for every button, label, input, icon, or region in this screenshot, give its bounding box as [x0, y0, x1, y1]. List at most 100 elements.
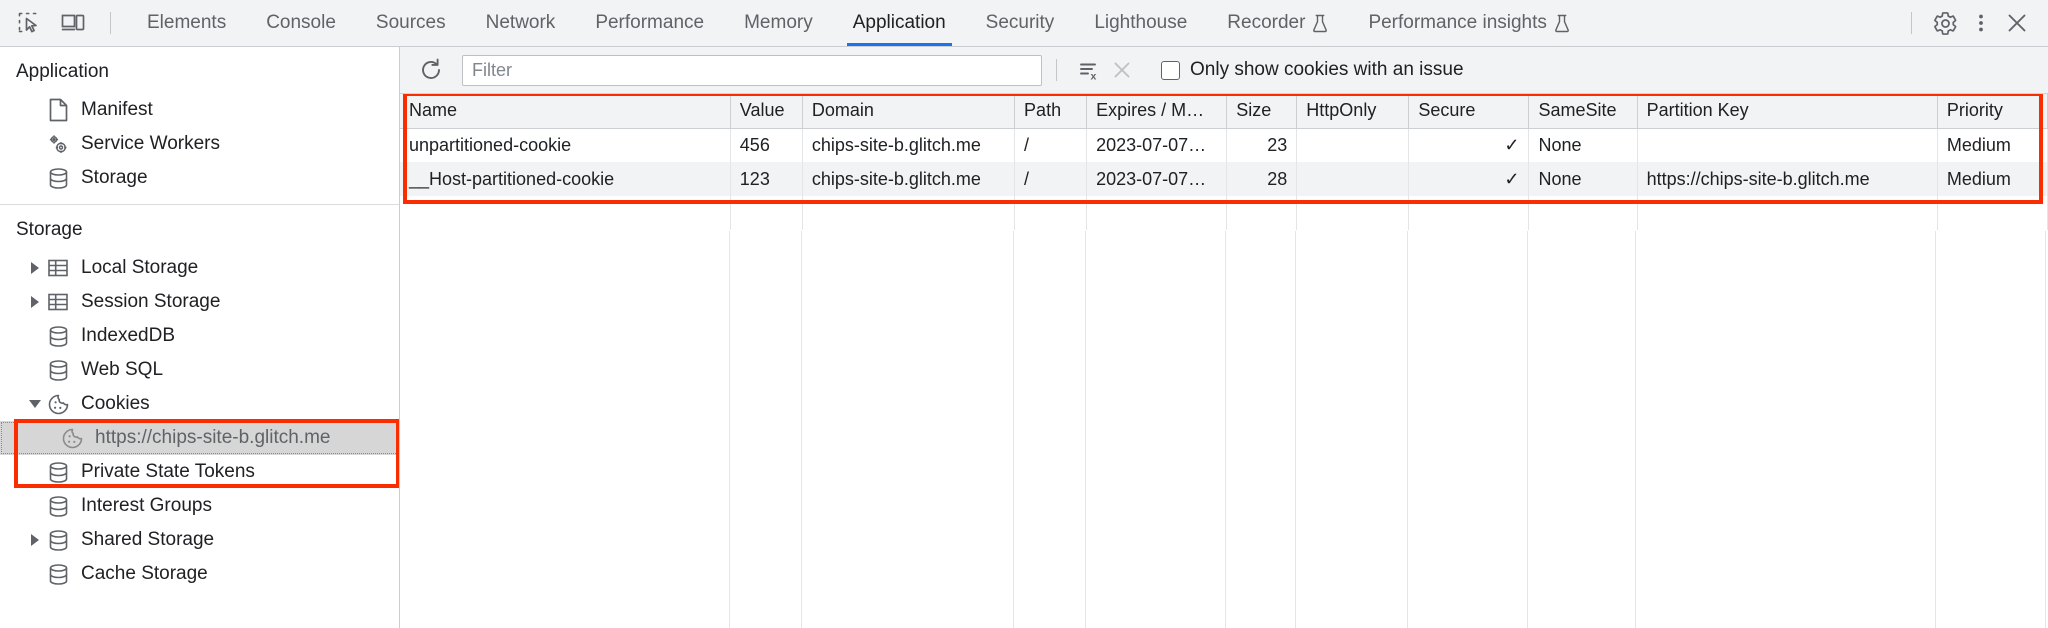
- column-guide: [1528, 231, 1636, 628]
- refresh-icon[interactable]: [414, 53, 448, 87]
- cookies-pane: Filter x Only show cookies with an iss: [400, 47, 2048, 628]
- sidebar-item-web-sql[interactable]: Web SQL: [0, 353, 399, 387]
- sidebar-item-storage[interactable]: Storage: [0, 161, 399, 195]
- checkbox-label: Only show cookies with an issue: [1190, 59, 1464, 80]
- sidebar-item-shared-storage[interactable]: Shared Storage: [0, 523, 399, 557]
- sidebar-item-interest-groups[interactable]: Interest Groups: [0, 489, 399, 523]
- tab-label: Recorder: [1227, 12, 1306, 33]
- tab-application[interactable]: Application: [833, 0, 966, 46]
- cell-empty: [1296, 196, 1410, 230]
- cell-path[interactable]: /: [1014, 128, 1088, 162]
- cell-value[interactable]: 456: [730, 128, 803, 162]
- cell-empty: [1528, 196, 1638, 230]
- column-header-size[interactable]: Size: [1226, 94, 1298, 129]
- tab-performance[interactable]: Performance: [575, 0, 724, 46]
- tab-console[interactable]: Console: [246, 0, 356, 46]
- tab-memory[interactable]: Memory: [724, 0, 833, 46]
- column-header-value[interactable]: Value: [730, 94, 803, 129]
- cell-secure[interactable]: ✓: [1408, 128, 1530, 162]
- cell-empty: [802, 196, 1016, 230]
- settings-gear-icon[interactable]: [1928, 6, 1962, 40]
- tab-recorder[interactable]: Recorder: [1207, 0, 1348, 46]
- database-icon: [46, 528, 70, 552]
- close-devtools-icon[interactable]: [2000, 6, 2034, 40]
- sidebar-item-local-storage[interactable]: Local Storage: [0, 251, 399, 285]
- cell-empty: [1937, 196, 2048, 230]
- cell-samesite[interactable]: None: [1528, 162, 1638, 196]
- cell-priority[interactable]: Medium: [1937, 128, 2048, 162]
- filter-input[interactable]: Filter: [462, 54, 1042, 86]
- checkbox-box[interactable]: [1161, 60, 1180, 80]
- cell-name[interactable]: unpartitioned-cookie: [400, 128, 731, 162]
- sidebar-item-cache-storage[interactable]: Cache Storage: [0, 557, 399, 591]
- chevron-right-icon[interactable]: [26, 293, 44, 311]
- tab-sources[interactable]: Sources: [356, 0, 466, 46]
- table-row[interactable]: __Host-partitioned-cookie 123 chips-site…: [400, 162, 2048, 196]
- column-header-name[interactable]: Name: [400, 94, 731, 129]
- cell-value[interactable]: 123: [730, 162, 803, 196]
- chevron-right-icon[interactable]: [26, 531, 44, 549]
- column-header-httponly[interactable]: HttpOnly: [1296, 94, 1410, 129]
- column-guide: [1296, 231, 1408, 628]
- cell-httponly[interactable]: [1296, 162, 1410, 196]
- cell-partition-key[interactable]: https://chips-site-b.glitch.me: [1637, 162, 1938, 196]
- column-header-path[interactable]: Path: [1014, 94, 1088, 129]
- cell-secure[interactable]: ✓: [1408, 162, 1530, 196]
- table-row[interactable]: unpartitioned-cookie 456 chips-site-b.gl…: [400, 128, 2048, 162]
- cell-domain[interactable]: chips-site-b.glitch.me: [802, 162, 1016, 196]
- cookie-icon: [46, 392, 70, 416]
- more-options-icon[interactable]: [1964, 6, 1998, 40]
- sidebar-group-title: Application: [16, 61, 109, 82]
- sidebar-item-indexeddb[interactable]: IndexedDB: [0, 319, 399, 353]
- sidebar-item-service-workers[interactable]: Service Workers: [0, 127, 399, 161]
- cell-empty: [1226, 196, 1298, 230]
- column-header-expires[interactable]: Expires / M…: [1086, 94, 1228, 129]
- sidebar-item-label: https://chips-site-b.glitch.me: [95, 427, 331, 448]
- cell-size[interactable]: 23: [1226, 128, 1298, 162]
- only-show-issues-checkbox[interactable]: Only show cookies with an issue: [1161, 59, 1464, 81]
- sidebar-item-label: Local Storage: [81, 257, 199, 278]
- tab-label: Performance: [595, 12, 705, 33]
- clear-all-cookies-icon[interactable]: x: [1071, 53, 1105, 87]
- cell-size[interactable]: 28: [1226, 162, 1298, 196]
- cell-name[interactable]: __Host-partitioned-cookie: [400, 162, 731, 196]
- column-header-domain[interactable]: Domain: [802, 94, 1016, 129]
- column-header-secure[interactable]: Secure: [1408, 94, 1530, 129]
- sidebar-group-title: Storage: [16, 219, 83, 240]
- database-icon: [46, 358, 70, 382]
- sidebar-item-manifest[interactable]: Manifest: [0, 93, 399, 127]
- tab-label: Console: [266, 12, 336, 33]
- sidebar-item-private-state-tokens[interactable]: Private State Tokens: [0, 455, 399, 489]
- tab-performance-insights[interactable]: Performance insights: [1348, 0, 1589, 46]
- chevron-down-icon[interactable]: [26, 395, 44, 413]
- device-toolbar-icon[interactable]: [56, 6, 90, 40]
- chevron-right-icon[interactable]: [26, 259, 44, 277]
- cell-httponly[interactable]: [1296, 128, 1410, 162]
- tab-lighthouse[interactable]: Lighthouse: [1074, 0, 1207, 46]
- experimental-flask-icon: [1554, 14, 1570, 33]
- sidebar-item-cookie-origin[interactable]: https://chips-site-b.glitch.me: [0, 421, 399, 455]
- panel-tabs: Elements Console Sources Network Perform…: [127, 0, 1903, 46]
- column-header-samesite[interactable]: SameSite: [1528, 94, 1638, 129]
- inspect-element-icon[interactable]: [12, 6, 46, 40]
- sidebar-item-session-storage[interactable]: Session Storage: [0, 285, 399, 319]
- cookie-icon: [60, 426, 84, 450]
- tab-network[interactable]: Network: [466, 0, 576, 46]
- clear-filter-icon[interactable]: [1105, 53, 1139, 87]
- cell-path[interactable]: /: [1014, 162, 1088, 196]
- cell-priority[interactable]: Medium: [1937, 162, 2048, 196]
- cell-expires[interactable]: 2023-07-07…: [1086, 128, 1228, 162]
- cell-domain[interactable]: chips-site-b.glitch.me: [802, 128, 1016, 162]
- cell-expires[interactable]: 2023-07-07…: [1086, 162, 1228, 196]
- column-header-partition-key[interactable]: Partition Key: [1637, 94, 1938, 129]
- column-header-priority[interactable]: Priority: [1937, 94, 2048, 129]
- filter-placeholder-text: Filter: [472, 59, 512, 80]
- cell-samesite[interactable]: None: [1528, 128, 1638, 162]
- tab-security[interactable]: Security: [966, 0, 1075, 46]
- cell-partition-key[interactable]: [1637, 128, 1938, 162]
- tab-elements[interactable]: Elements: [127, 0, 246, 46]
- sidebar-item-cookies[interactable]: Cookies: [0, 387, 399, 421]
- table-empty-column-guides: [400, 231, 2048, 628]
- cookies-toolbar: Filter x Only show cookies with an iss: [400, 47, 2048, 94]
- column-guide: [802, 231, 1014, 628]
